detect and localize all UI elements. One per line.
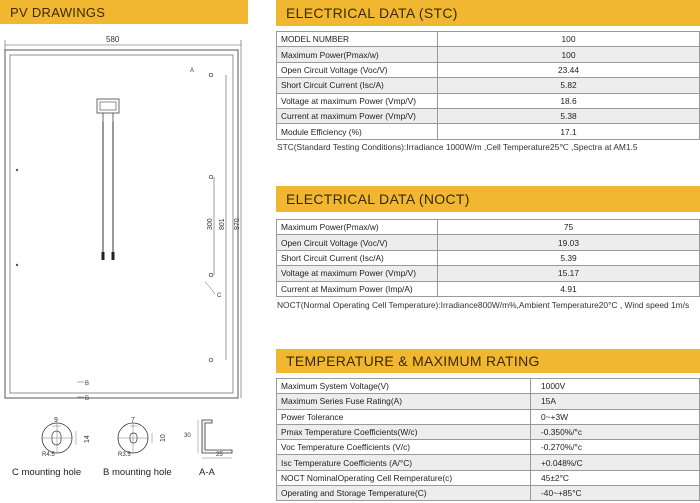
c-hole-r: R4.5 bbox=[42, 452, 55, 458]
row-value: 5.38 bbox=[437, 107, 700, 125]
row-label: Voc Temperature Coefficients (V/c) bbox=[276, 439, 531, 456]
temperature-title: TEMPERATURE & MAXIMUM RATING bbox=[286, 353, 540, 369]
row-label: Operating and Storage Temperature(C) bbox=[276, 485, 531, 502]
row-label: Open Circuit Voltage (Voc/V) bbox=[276, 61, 438, 79]
stc-header: ELECTRICAL DATA (STC) bbox=[276, 0, 700, 26]
pv-drawings-header: PV DRAWINGS bbox=[0, 0, 248, 24]
row-value: -0.350%/°c bbox=[530, 423, 700, 441]
row-value: 23.44 bbox=[437, 61, 700, 79]
row-value: 4.91 bbox=[437, 280, 700, 297]
row-label: Power Tolerance bbox=[276, 408, 531, 425]
row-label: Short Circuit Current (Isc/A) bbox=[276, 77, 438, 94]
label-a: A bbox=[190, 68, 194, 74]
row-label: Maximum System Voltage(V) bbox=[276, 377, 531, 395]
row-label: Module Efficiency (%) bbox=[276, 123, 438, 140]
noct-header: ELECTRICAL DATA (NOCT) bbox=[276, 186, 700, 212]
row-label: NOCT NominalOperating Cell Remperature(c… bbox=[276, 469, 531, 487]
row-label: Short Circuit Current (Isc/A) bbox=[276, 249, 438, 267]
table-row: Short Circuit Current (Isc/A)5.82 bbox=[276, 77, 700, 94]
c-hole-w: 9 bbox=[54, 417, 58, 424]
b-hole-r: R3.5 bbox=[118, 452, 131, 458]
row-label: Maximum Series Fuse Rating(A) bbox=[276, 393, 531, 410]
table-row: Current at Maximum Power (Imp/A)4.91 bbox=[276, 280, 700, 297]
row-value: -0.270%/°c bbox=[530, 439, 700, 456]
b-hole-caption: B mounting hole bbox=[103, 467, 172, 478]
table-row: Maximum Power(Pmax/w)100 bbox=[276, 46, 700, 63]
noct-note: NOCT(Normal Operating Cell Temperature):… bbox=[277, 300, 690, 310]
dim-height: 970 bbox=[234, 218, 241, 230]
row-value: 5.39 bbox=[437, 249, 700, 267]
table-row: Voltage at maximum Power (Vmp/V)15.17 bbox=[276, 265, 700, 282]
row-value: 0~+3W bbox=[530, 408, 700, 425]
noct-table: Maximum Power(Pmax/w)75 Open Circuit Vol… bbox=[276, 218, 700, 297]
row-value: 100 bbox=[437, 46, 700, 63]
dim-hole-span: 300 bbox=[207, 218, 214, 230]
table-row: Maximum Power(Pmax/w)75 bbox=[276, 218, 700, 236]
table-row: Voc Temperature Coefficients (V/c)-0.270… bbox=[276, 439, 700, 456]
label-c: C bbox=[217, 293, 222, 299]
row-label: Pmax Temperature Coefficients(W/c) bbox=[276, 423, 531, 441]
row-label: Isc Temperature Coefficients (A/°C) bbox=[276, 454, 531, 471]
b-hole-h: 10 bbox=[160, 434, 167, 442]
pv-drawings-title: PV DRAWINGS bbox=[10, 4, 106, 20]
row-value: 15.17 bbox=[437, 265, 700, 282]
label-b-top: B bbox=[85, 381, 89, 387]
table-row: Module Efficiency (%)17.1 bbox=[276, 123, 700, 140]
table-row: NOCT NominalOperating Cell Remperature(c… bbox=[276, 469, 700, 487]
table-row: Maximum System Voltage(V)1000V bbox=[276, 377, 700, 395]
row-value: 75 bbox=[437, 218, 700, 236]
row-label: Maximum Power(Pmax/w) bbox=[276, 46, 438, 63]
dim-inner: 801 bbox=[219, 218, 226, 230]
stc-note: STC(Standard Testing Conditions):Irradia… bbox=[277, 142, 638, 152]
c-hole-h: 14 bbox=[84, 435, 91, 443]
panel-drawing: 580 A C B B 970 801 300 9 14 R4.5 7 10 R… bbox=[4, 35, 242, 459]
panel-frame bbox=[4, 49, 239, 399]
table-row: Voltage at maximum Power (Vmp/V)18.6 bbox=[276, 92, 700, 109]
aa-h: 30 bbox=[184, 433, 191, 439]
row-value: 17.1 bbox=[437, 123, 700, 140]
panel-inner-frame bbox=[9, 54, 234, 394]
row-label: Open Circuit Voltage (Voc/V) bbox=[276, 234, 438, 251]
dim-width: 580 bbox=[106, 35, 120, 44]
table-row: Current at maximum Power (Vmp/V)5.38 bbox=[276, 107, 700, 125]
aa-profile bbox=[201, 419, 233, 454]
table-row: Maximum Series Fuse Rating(A)15A bbox=[276, 393, 700, 410]
row-value: 1000V bbox=[530, 377, 700, 395]
b-hole-w: 7 bbox=[131, 417, 135, 424]
row-value: -40~+85°C bbox=[530, 485, 700, 502]
row-value: +0.048%/C bbox=[530, 454, 700, 471]
temperature-header: TEMPERATURE & MAXIMUM RATING bbox=[276, 349, 700, 373]
stc-title: ELECTRICAL DATA (STC) bbox=[286, 5, 458, 21]
row-value: 45±2°C bbox=[530, 469, 700, 487]
table-row: Open Circuit Voltage (Voc/V)23.44 bbox=[276, 61, 700, 79]
label-b-bottom: B bbox=[85, 396, 89, 402]
row-value: 5.82 bbox=[437, 77, 700, 94]
row-value: 15A bbox=[530, 393, 700, 410]
table-row: Operating and Storage Temperature(C)-40~… bbox=[276, 485, 700, 502]
junction-box bbox=[96, 98, 120, 114]
temperature-table: Maximum System Voltage(V)1000V Maximum S… bbox=[276, 377, 700, 502]
c-hole-caption: C mounting hole bbox=[12, 467, 82, 478]
table-row: Pmax Temperature Coefficients(W/c)-0.350… bbox=[276, 423, 700, 441]
aa-w: 25 bbox=[216, 452, 223, 458]
row-value: 19.03 bbox=[437, 234, 700, 251]
row-label: Voltage at maximum Power (Vmp/V) bbox=[276, 92, 438, 109]
row-label: Current at Maximum Power (Imp/A) bbox=[276, 280, 438, 297]
row-value: 100 bbox=[437, 30, 700, 48]
row-label: Current at maximum Power (Vmp/V) bbox=[276, 107, 438, 125]
aa-caption: A-A bbox=[199, 467, 215, 478]
table-row: Isc Temperature Coefficients (A/°C)+0.04… bbox=[276, 454, 700, 471]
row-label: Voltage at maximum Power (Vmp/V) bbox=[276, 265, 438, 282]
row-label: MODEL NUMBER bbox=[276, 30, 438, 48]
table-row: Open Circuit Voltage (Voc/V)19.03 bbox=[276, 234, 700, 251]
row-value: 18.6 bbox=[437, 92, 700, 109]
noct-title: ELECTRICAL DATA (NOCT) bbox=[286, 191, 470, 207]
table-row: Short Circuit Current (Isc/A)5.39 bbox=[276, 249, 700, 267]
row-label: Maximum Power(Pmax/w) bbox=[276, 218, 438, 236]
